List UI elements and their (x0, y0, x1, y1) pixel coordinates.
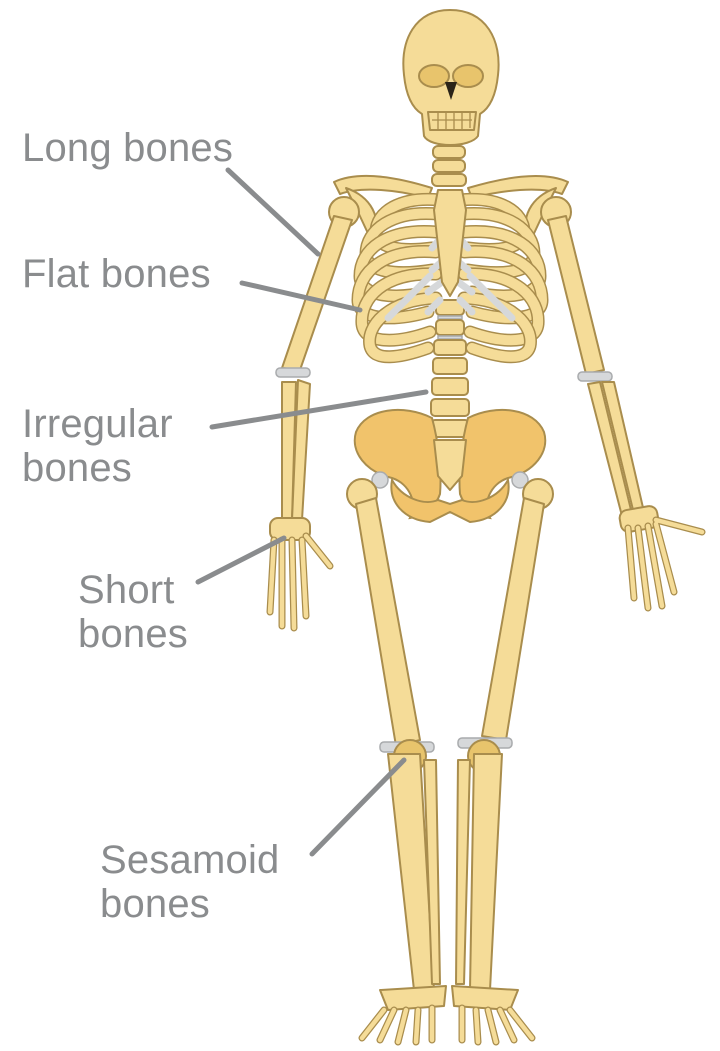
label-flat-bones-text: Flat bones (22, 252, 211, 296)
right-hand (628, 520, 702, 608)
leader-line-sesamoid-bones (312, 760, 404, 854)
label-irregular-line1: Irregular (22, 402, 173, 446)
leader-line-flat-bones (242, 283, 360, 310)
label-sesamoid-line2: bones (100, 882, 279, 926)
label-sesamoid-line1: Sesamoid (100, 838, 279, 882)
label-sesamoid-bones: Sesamoid bones (100, 838, 279, 926)
label-irregular-bones: Irregular bones (22, 402, 173, 490)
label-long-bones-text: Long bones (22, 126, 233, 170)
label-irregular-line2: bones (22, 446, 173, 490)
leader-line-long-bones (228, 170, 318, 254)
right-leg (452, 479, 553, 1042)
label-flat-bones: Flat bones (22, 252, 211, 296)
label-short-line1: Short (78, 568, 188, 612)
right-arm (541, 197, 660, 533)
label-short-bones: Short bones (78, 568, 188, 656)
skull (403, 10, 498, 145)
left-leg (347, 479, 446, 1042)
label-long-bones: Long bones (22, 126, 233, 170)
label-short-line2: bones (78, 612, 188, 656)
left-hand (270, 536, 330, 628)
